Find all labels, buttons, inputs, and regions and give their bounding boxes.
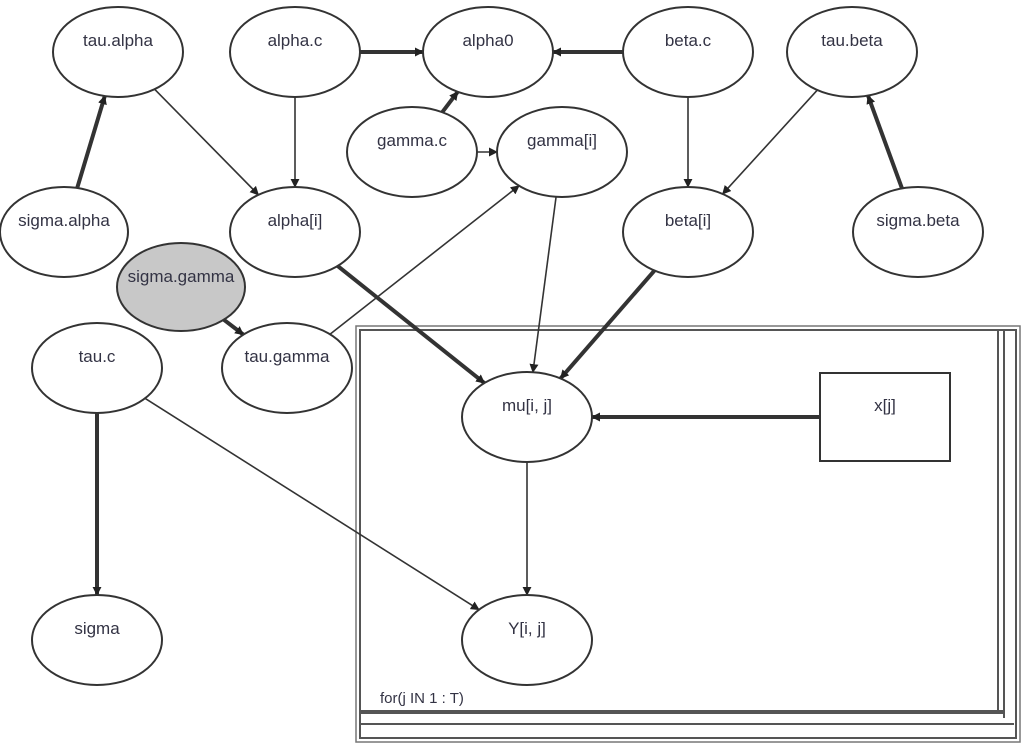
edge-sigma-beta-to-tau-beta xyxy=(866,94,904,190)
node-shape[interactable] xyxy=(52,6,184,98)
node-shape[interactable] xyxy=(221,322,353,414)
node-sigma-alpha[interactable]: sigma.alpha xyxy=(0,186,129,278)
node-shape[interactable] xyxy=(31,594,163,686)
node-tau-gamma[interactable]: tau.gamma xyxy=(221,322,353,414)
node-label: alpha[i] xyxy=(268,211,323,230)
node-sigma-beta[interactable]: sigma.beta xyxy=(852,186,984,278)
node-label: sigma.beta xyxy=(876,211,960,230)
edge-tau-gamma-to-gamma-i xyxy=(329,185,520,335)
edge-tau-c-to-y-ij xyxy=(144,397,480,611)
node-alpha-i[interactable]: alpha[i] xyxy=(229,186,361,278)
edge-sigma-alpha-to-tau-alpha xyxy=(75,95,107,189)
plate-label: for(j IN 1 : T) xyxy=(380,690,464,707)
edge-tau-alpha-to-alpha-i xyxy=(154,88,260,196)
edges xyxy=(75,47,904,611)
node-shape[interactable] xyxy=(229,186,361,278)
node-shape[interactable] xyxy=(346,106,478,198)
node-alpha-c[interactable]: alpha.c xyxy=(229,6,361,98)
node-sigma-gamma[interactable]: sigma.gamma xyxy=(116,242,246,332)
node-label: sigma.alpha xyxy=(18,211,110,230)
edge-gamma-c-to-alpha0 xyxy=(440,90,460,114)
node-label: tau.c xyxy=(79,347,116,366)
node-alpha0[interactable]: alpha0 xyxy=(422,6,554,98)
node-label: beta.c xyxy=(665,31,712,50)
node-tau-beta[interactable]: tau.beta xyxy=(786,6,918,98)
node-shape[interactable] xyxy=(622,6,754,98)
node-shape[interactable] xyxy=(31,322,163,414)
node-gamma-c[interactable]: gamma.c xyxy=(346,106,478,198)
edge-alpha-i-to-mu-ij xyxy=(336,264,486,385)
node-shape[interactable] xyxy=(422,6,554,98)
edge-gamma-i-to-mu-ij xyxy=(529,196,557,374)
edge-sigma-gamma-to-tau-gamma xyxy=(222,318,245,337)
node-mu-ij[interactable]: mu[i, j] xyxy=(461,371,593,463)
node-label: sigma xyxy=(74,619,120,638)
edge-beta-i-to-mu-ij xyxy=(559,269,656,380)
node-label: Y[i, j] xyxy=(508,619,546,638)
node-label: beta[i] xyxy=(665,211,711,230)
node-label: gamma.c xyxy=(377,131,447,150)
node-gamma-i[interactable]: gamma[i] xyxy=(496,106,628,198)
plate: for(j IN 1 : T) xyxy=(355,325,1021,743)
node-beta-i[interactable]: beta[i] xyxy=(622,186,754,278)
node-x-j[interactable]: x[j] xyxy=(819,372,951,462)
node-label: tau.beta xyxy=(821,31,883,50)
node-shape[interactable] xyxy=(819,372,951,462)
node-shape[interactable] xyxy=(622,186,754,278)
node-shape[interactable] xyxy=(496,106,628,198)
node-label: x[j] xyxy=(874,396,896,415)
node-label: alpha.c xyxy=(268,31,323,50)
node-y-ij[interactable]: Y[i, j] xyxy=(461,594,593,686)
node-label: sigma.gamma xyxy=(128,267,235,286)
node-label: mu[i, j] xyxy=(502,396,552,415)
node-label: alpha0 xyxy=(462,31,513,50)
node-label: tau.gamma xyxy=(244,347,330,366)
node-tau-c[interactable]: tau.c xyxy=(31,322,163,414)
nodes: tau.alpha alpha.c alpha0 beta.c tau.beta gamm… xyxy=(0,6,984,686)
node-shape[interactable] xyxy=(852,186,984,278)
node-shape[interactable] xyxy=(229,6,361,98)
node-sigma[interactable]: sigma xyxy=(31,594,163,686)
node-shape[interactable] xyxy=(116,242,246,332)
node-shape[interactable] xyxy=(461,371,593,463)
edge-tau-beta-to-beta-i xyxy=(722,89,818,195)
node-shape[interactable] xyxy=(461,594,593,686)
node-shape[interactable] xyxy=(786,6,918,98)
node-label: tau.alpha xyxy=(83,31,153,50)
node-tau-alpha[interactable]: tau.alpha xyxy=(52,6,184,98)
node-shape[interactable] xyxy=(0,186,129,278)
node-label: gamma[i] xyxy=(527,131,597,150)
node-beta-c[interactable]: beta.c xyxy=(622,6,754,98)
